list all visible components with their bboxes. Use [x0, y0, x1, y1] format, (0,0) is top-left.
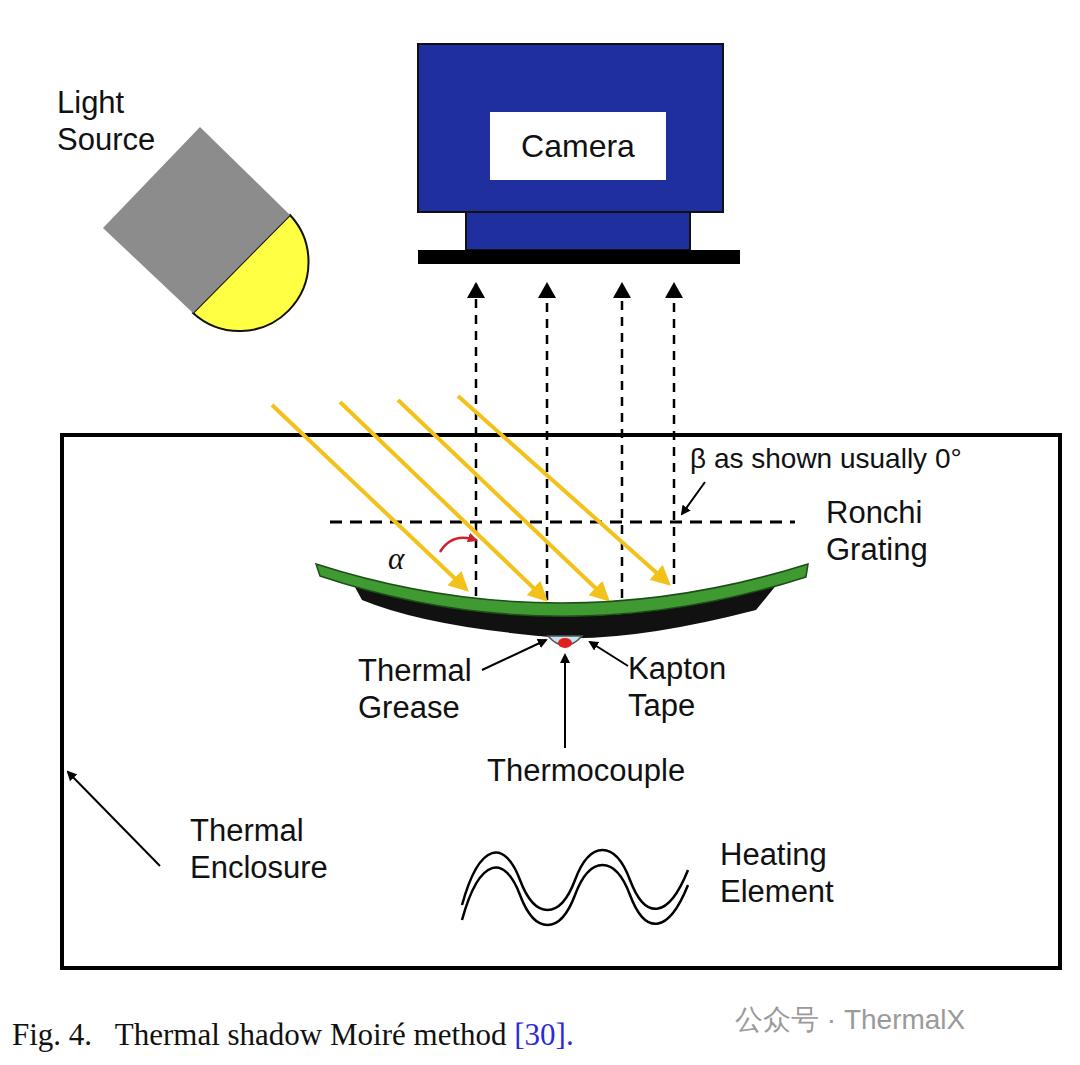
figure-caption: Fig. 4. Thermal shadow Moiré method [30]…	[12, 1016, 574, 1053]
enclosure-label: Thermal Enclosure	[190, 812, 380, 886]
camera-label-box: Camera	[490, 112, 666, 180]
heater-label: Heating Element	[720, 836, 890, 910]
leader-lines	[68, 482, 705, 866]
light-source-symbol	[103, 127, 309, 331]
ronchi-grating	[330, 521, 795, 524]
thermocouple-label: Thermocouple	[487, 752, 747, 789]
thermal-enclosure	[62, 435, 1060, 968]
node-text: Camera	[521, 128, 635, 165]
angle-note: β as shown usually 0°	[690, 442, 1060, 476]
thermocouple-bead	[558, 638, 572, 648]
reflected-rays	[476, 284, 674, 600]
camera-body	[418, 44, 740, 264]
grating-label: Ronchi Grating	[826, 494, 986, 568]
grease-label: Thermal Grease	[358, 652, 508, 726]
angle-arc	[440, 538, 476, 552]
angle-symbol: α	[388, 540, 428, 577]
heating-element	[462, 850, 688, 925]
warped-sample	[316, 564, 808, 648]
watermark: 公众号 · ThermalX	[735, 1003, 1065, 1037]
light-source-label: Light Source	[57, 84, 207, 158]
tape-label: Kapton Tape	[628, 650, 768, 724]
